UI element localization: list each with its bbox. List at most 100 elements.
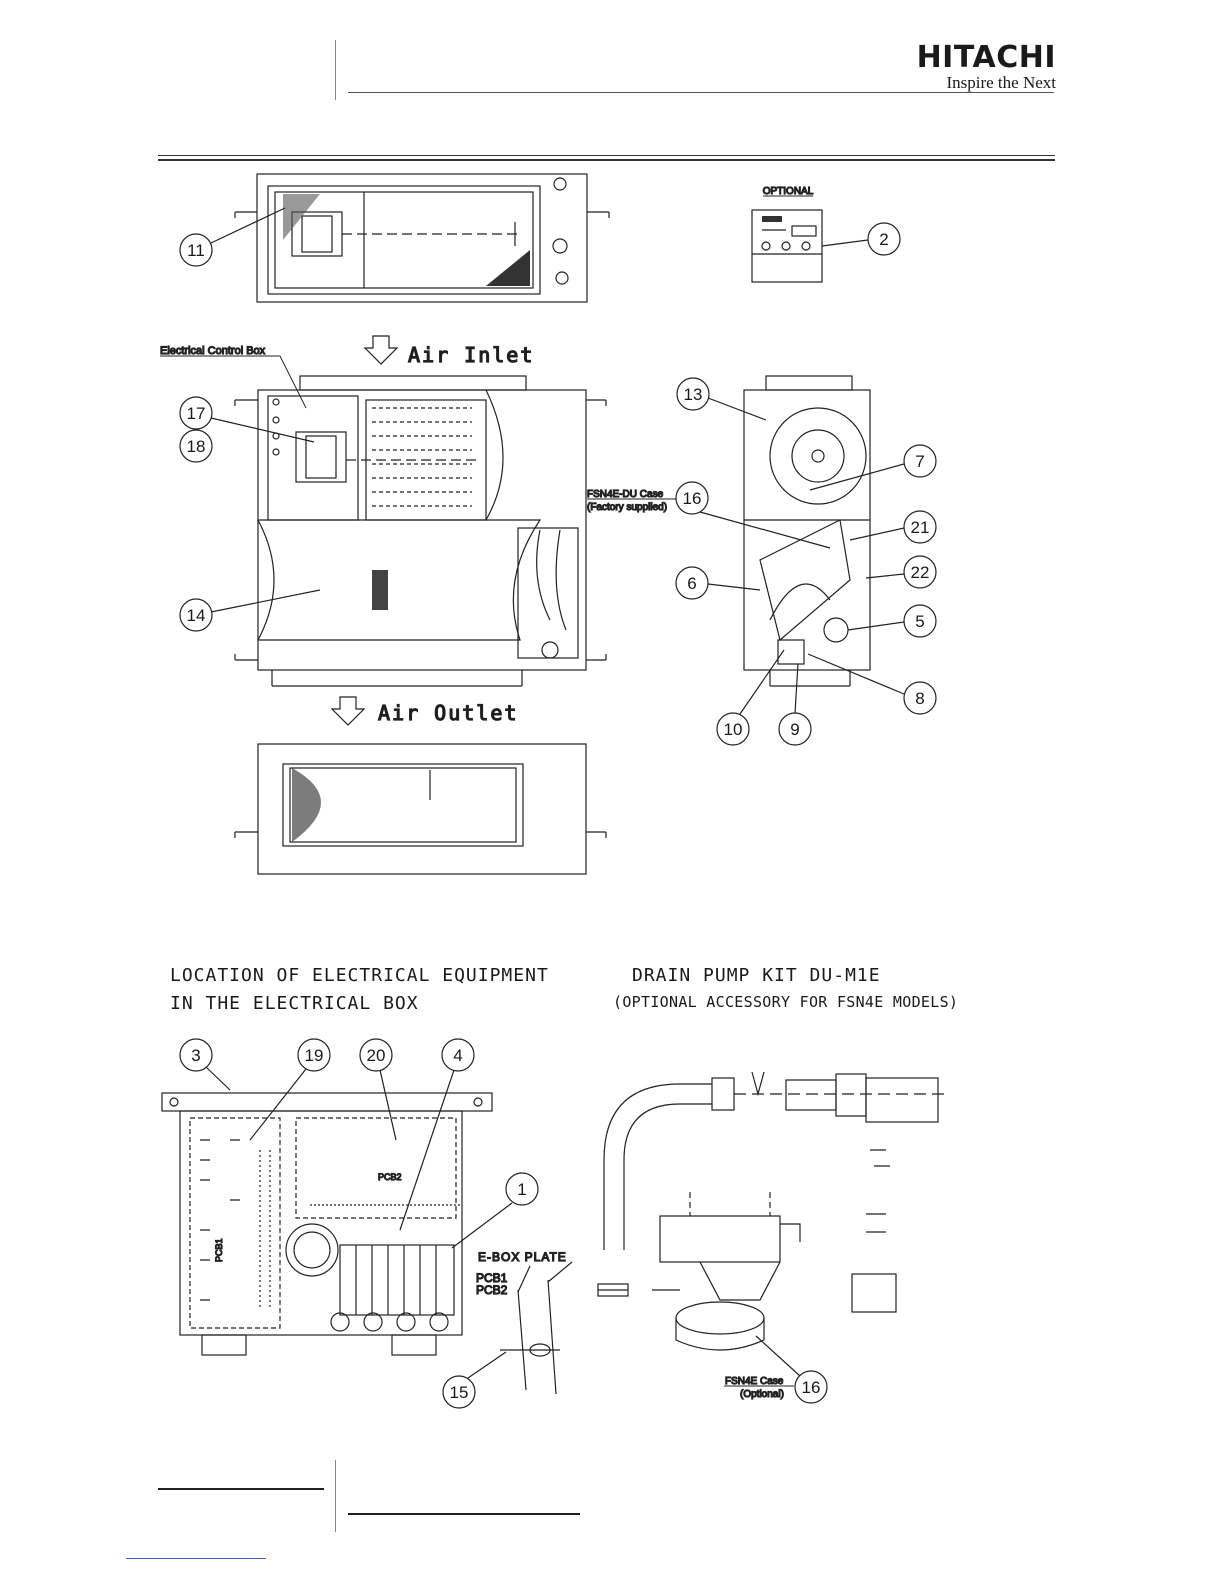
du-case-label-line1: FSN4E-DU Case bbox=[587, 489, 664, 500]
leader-4 bbox=[399, 1069, 455, 1231]
electrical-heading-line1: LOCATION OF ELECTRICAL EQUIPMENT bbox=[170, 965, 549, 986]
bottom-view bbox=[234, 743, 607, 875]
ebox-plate-detail bbox=[500, 1261, 573, 1395]
leader-1 bbox=[451, 1202, 513, 1249]
callout-circle-8 bbox=[903, 681, 937, 715]
footer-vertical-rule bbox=[335, 1460, 336, 1532]
callout-circle-1 bbox=[505, 1172, 539, 1206]
leader-17-18 bbox=[210, 417, 315, 443]
leader-20 bbox=[379, 1069, 397, 1141]
footer-link-underline bbox=[126, 1558, 266, 1559]
air-outlet-arrow bbox=[330, 696, 366, 726]
leader-11 bbox=[210, 207, 286, 244]
leader-13 bbox=[707, 397, 767, 421]
callout-circle-20 bbox=[359, 1038, 393, 1072]
footer-rule-right bbox=[348, 1513, 580, 1515]
leader-19 bbox=[249, 1068, 307, 1141]
pcb1-plate-label: PCB1 bbox=[476, 1271, 508, 1285]
callout-16a: 16 bbox=[683, 489, 702, 508]
section-rule-bottom bbox=[158, 159, 1055, 161]
callout-7: 7 bbox=[915, 452, 924, 471]
callout-22: 22 bbox=[911, 563, 930, 582]
air-outlet-label: Air Outlet bbox=[378, 701, 518, 725]
remote-control bbox=[751, 209, 823, 283]
electrical-control-box-label: Electrical Control Box bbox=[160, 345, 266, 357]
callout-20: 20 bbox=[367, 1046, 386, 1065]
callout-3: 3 bbox=[191, 1046, 200, 1065]
leader-6 bbox=[707, 583, 761, 591]
callout-19: 19 bbox=[305, 1046, 324, 1065]
callout-circle-19 bbox=[297, 1038, 331, 1072]
callout-circle-4 bbox=[441, 1038, 475, 1072]
leader-16b bbox=[755, 1335, 801, 1377]
header-vertical-rule bbox=[335, 40, 336, 100]
pcb2-plate-label: PCB2 bbox=[476, 1283, 508, 1297]
leader-2 bbox=[821, 239, 869, 247]
callout-9: 9 bbox=[790, 720, 799, 739]
leader-21 bbox=[849, 527, 905, 541]
pcb2-label: PCB2 bbox=[378, 1172, 402, 1182]
callout-16b: 16 bbox=[802, 1378, 821, 1397]
callout-17: 17 bbox=[187, 404, 206, 423]
front-view bbox=[234, 375, 607, 687]
callout-circle-11 bbox=[179, 233, 213, 267]
ebox-plate-label: E-BOX PLATE bbox=[478, 1250, 567, 1264]
fsn4e-case-label-line1: FSN4E Case bbox=[725, 1376, 784, 1387]
callout-circle-16a bbox=[675, 481, 709, 515]
callout-circle-15 bbox=[442, 1375, 476, 1409]
callout-21: 21 bbox=[911, 518, 930, 537]
callout-circle-21 bbox=[903, 510, 937, 544]
drain-pump-kit bbox=[597, 1071, 944, 1351]
callout-circle-18 bbox=[179, 429, 213, 463]
callout-circle-7 bbox=[903, 444, 937, 478]
leader-electrical-control-box bbox=[279, 355, 307, 409]
air-inlet-arrow bbox=[363, 335, 399, 365]
air-inlet-label: Air Inlet bbox=[408, 343, 534, 367]
callout-circle-5 bbox=[903, 604, 937, 638]
optional-label: OPTIONAL bbox=[763, 186, 814, 197]
callout-5: 5 bbox=[915, 612, 924, 631]
callout-circle-10 bbox=[716, 712, 750, 746]
pcb1-label: PCB1 bbox=[214, 1238, 224, 1262]
leader-9 bbox=[794, 663, 799, 714]
callout-circle-3 bbox=[179, 1038, 213, 1072]
callout-8: 8 bbox=[915, 689, 924, 708]
top-view bbox=[234, 173, 610, 303]
leader-8 bbox=[807, 653, 905, 695]
logo-brand: HITACHI bbox=[916, 40, 1056, 75]
logo-tagline: Inspire the Next bbox=[946, 73, 1056, 92]
leader-5 bbox=[847, 621, 905, 631]
callout-circle-13 bbox=[676, 377, 710, 411]
callout-6: 6 bbox=[687, 574, 696, 593]
callout-14: 14 bbox=[187, 606, 206, 625]
callout-circle-6 bbox=[675, 566, 709, 600]
callout-4: 4 bbox=[453, 1046, 462, 1065]
leader-22 bbox=[865, 573, 905, 579]
callout-13: 13 bbox=[684, 385, 703, 404]
fsn4e-case-label-line2: (Optional) bbox=[740, 1389, 784, 1400]
callout-15: 15 bbox=[450, 1383, 469, 1402]
leader-3 bbox=[205, 1066, 231, 1091]
callout-2: 2 bbox=[879, 230, 888, 249]
callout-1: 1 bbox=[517, 1180, 526, 1199]
leader-15 bbox=[467, 1351, 507, 1379]
callout-circle-17 bbox=[179, 396, 213, 430]
pump-heading-line1: DRAIN PUMP KIT DU-M1E bbox=[632, 965, 881, 986]
footer-rule-left bbox=[158, 1488, 324, 1490]
callout-11: 11 bbox=[187, 241, 205, 260]
callout-circle-16b bbox=[794, 1370, 828, 1404]
callout-10: 10 bbox=[724, 720, 743, 739]
du-case-label-line2: (Factory supplied) bbox=[587, 502, 667, 513]
side-view bbox=[743, 375, 871, 687]
pump-heading-line2: (OPTIONAL ACCESSORY FOR FSN4E MODELS) bbox=[613, 993, 959, 1011]
electrical-heading-line2: IN THE ELECTRICAL BOX bbox=[170, 993, 419, 1014]
callout-18: 18 bbox=[187, 437, 206, 456]
section-rule-top bbox=[158, 155, 1055, 156]
leader-10 bbox=[739, 649, 785, 715]
callout-circle-2 bbox=[867, 222, 901, 256]
header-rule bbox=[348, 92, 1054, 93]
hitachi-logo: HITACHI Inspire the Next bbox=[917, 42, 1056, 92]
leader-7 bbox=[809, 463, 905, 491]
leader-16a bbox=[699, 511, 831, 549]
